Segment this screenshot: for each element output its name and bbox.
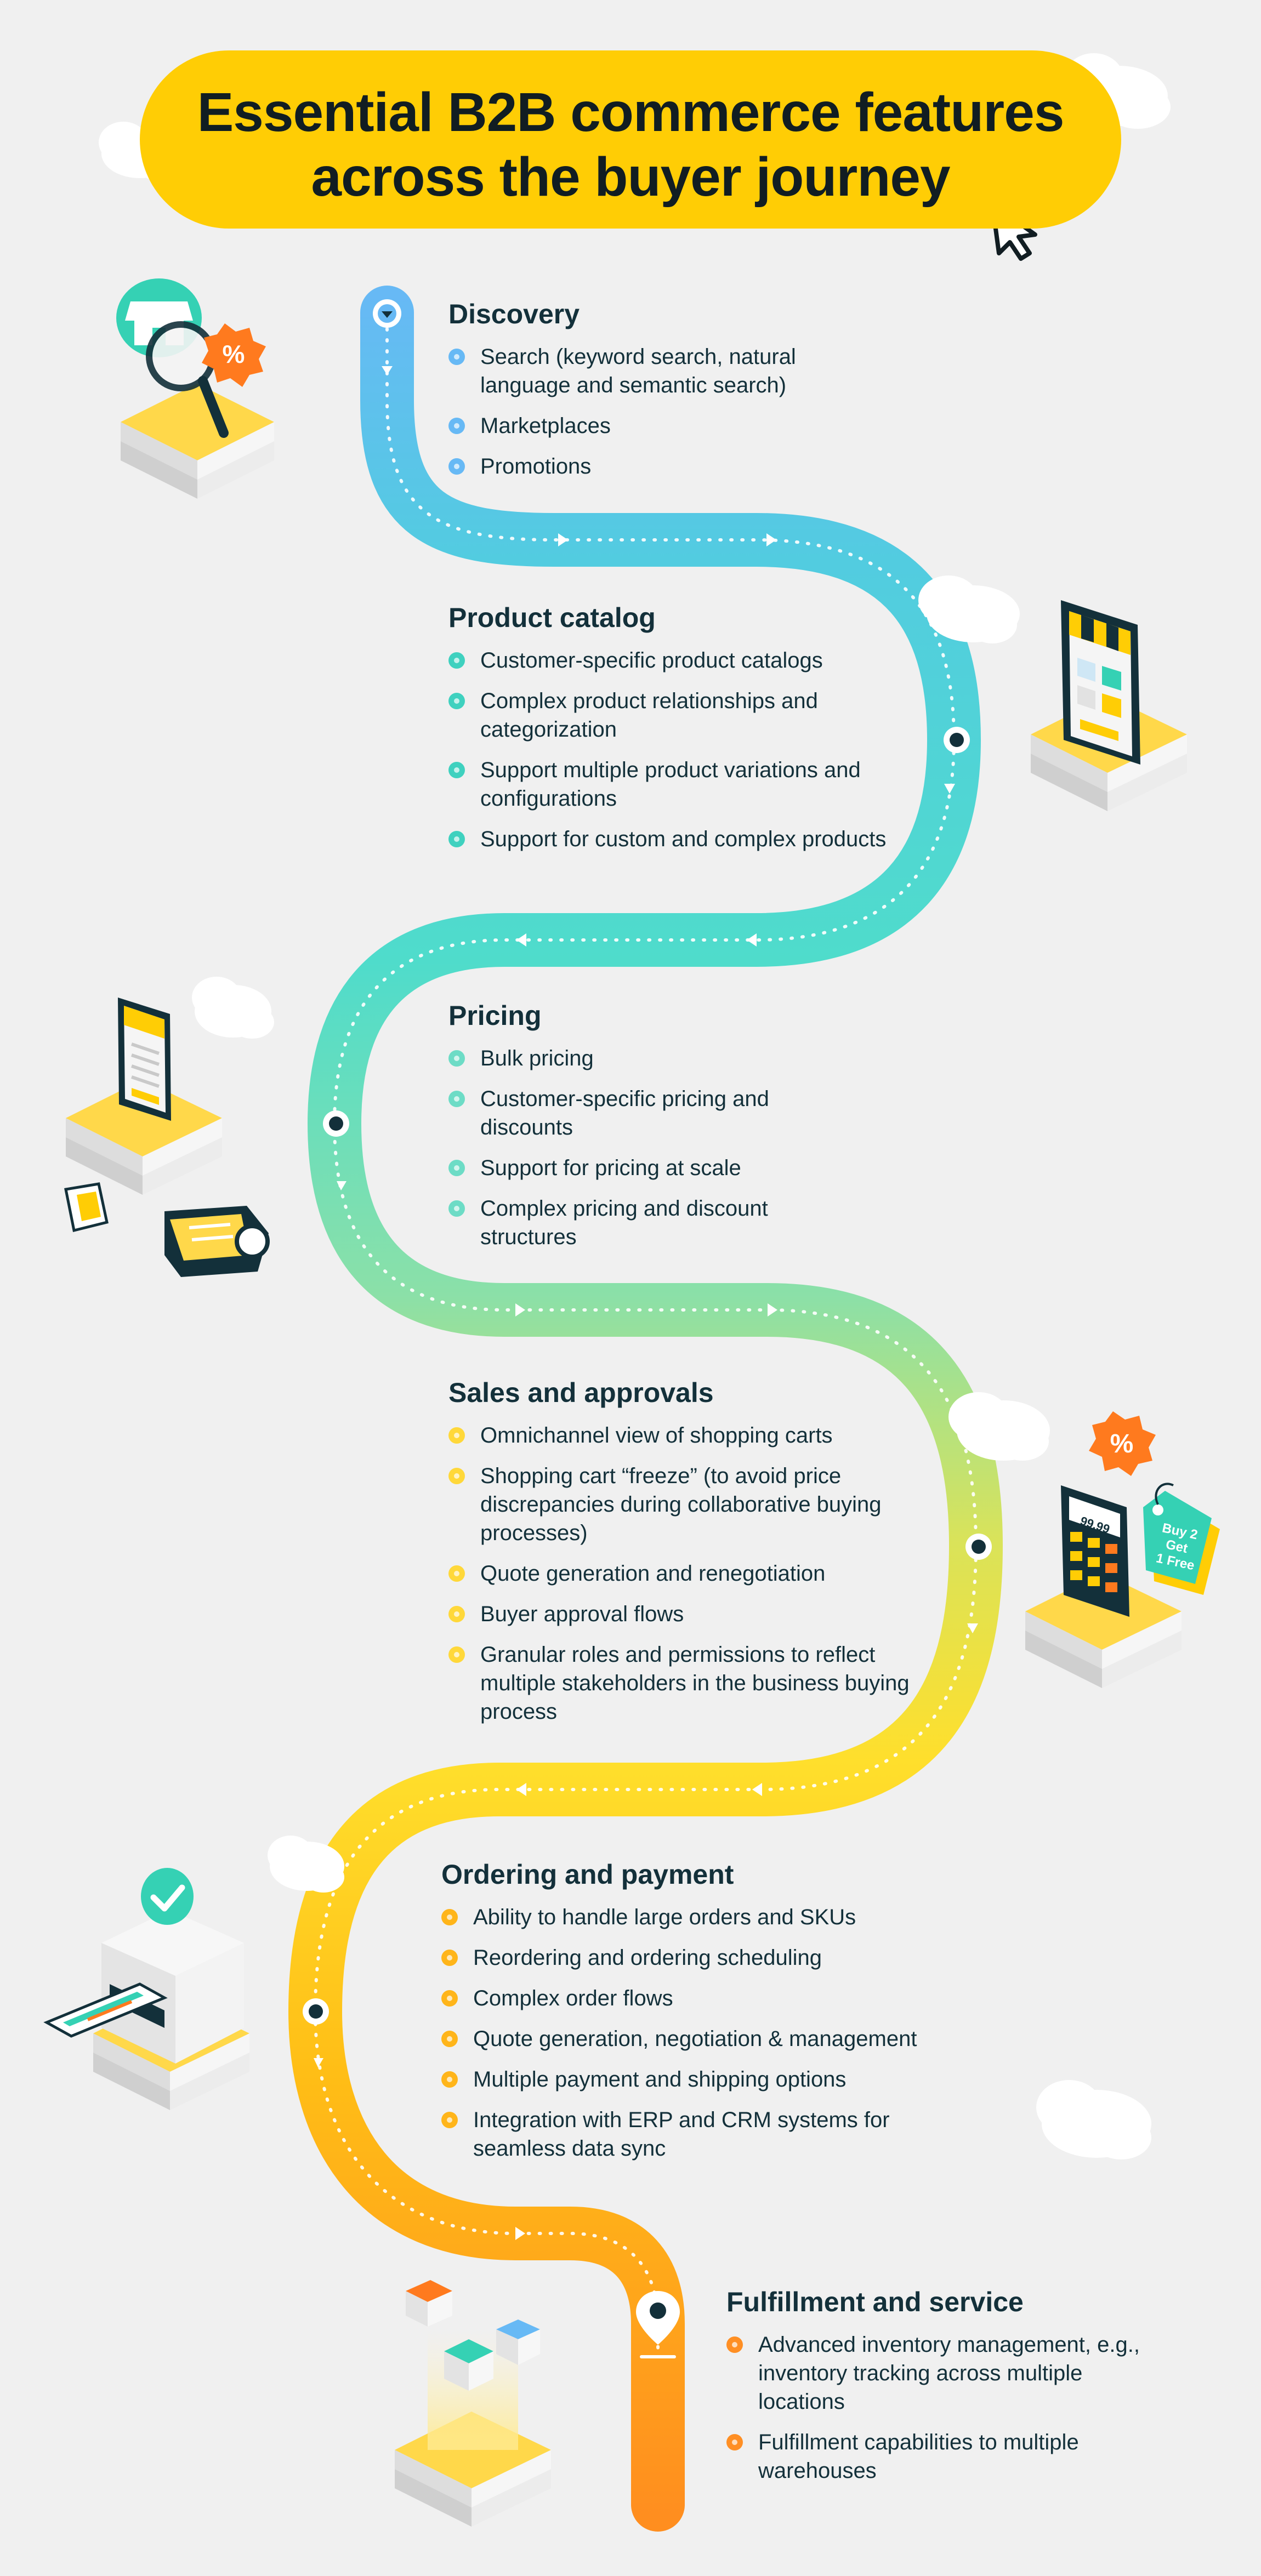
list-item: Granular roles and permissions to reflec… <box>448 1640 931 1726</box>
bullet-icon <box>441 2071 458 2088</box>
list-item: Bulk pricing <box>448 1044 865 1073</box>
bullet-icon <box>726 2434 743 2450</box>
checkmark-icon <box>141 1868 194 1925</box>
feature-list: Bulk pricing Customer-specific pricing a… <box>448 1044 865 1251</box>
list-item: Fulfillment capabilities to multiple war… <box>726 2428 1160 2485</box>
payment-terminal-icon <box>43 1868 249 2110</box>
bullet-icon <box>448 1160 465 1176</box>
mobile-store-icon <box>1031 600 1187 811</box>
list-item: Search (keyword search, natural language… <box>448 343 865 400</box>
page-title: Essential B2B commerce features across t… <box>140 80 1121 209</box>
bullet-icon <box>448 1646 465 1663</box>
section-sales-approvals: Sales and approvals Omnichannel view of … <box>448 1376 931 1738</box>
section-pricing: Pricing Bulk pricing Customer-specific p… <box>448 999 865 1263</box>
bullet-icon <box>441 2031 458 2047</box>
list-item: Support for custom and complex products <box>448 825 887 853</box>
bullet-icon <box>448 1468 465 1484</box>
feature-list: Ability to handle large orders and SKUs … <box>441 1903 957 2163</box>
list-item: Complex order flows <box>441 1984 957 2013</box>
feature-list: Advanced inventory management, e.g., inv… <box>726 2330 1160 2485</box>
vr-headset-icon <box>164 1206 270 1277</box>
bullet-icon <box>448 1050 465 1067</box>
bullet-icon <box>441 2112 458 2128</box>
section-ordering-payment: Ordering and payment Ability to handle l… <box>441 1858 957 2175</box>
discount-badge-icon: % <box>1089 1411 1156 1476</box>
section-product-catalog: Product catalog Customer-specific produc… <box>448 601 887 865</box>
bullet-icon <box>448 762 465 778</box>
feature-list: Customer-specific product catalogs Compl… <box>448 646 887 853</box>
discount-badge-icon: % <box>202 323 266 387</box>
list-item: Reordering and ordering scheduling <box>441 1944 957 1972</box>
bullet-icon <box>448 652 465 669</box>
list-item: Support multiple product variations and … <box>448 756 887 813</box>
section-title: Fulfillment and service <box>726 2287 1024 2317</box>
bullet-icon <box>448 418 465 434</box>
bullet-icon <box>448 831 465 847</box>
svg-text:%: % <box>223 340 245 368</box>
direction-arrows <box>314 366 978 2240</box>
bullet-icon <box>448 1606 465 1622</box>
bullet-icon <box>726 2336 743 2353</box>
section-fulfillment-service: Fulfillment and service Advanced invento… <box>726 2286 1160 2497</box>
list-item: Advanced inventory management, e.g., inv… <box>726 2330 1160 2416</box>
bullet-icon <box>441 1990 458 2007</box>
bullet-icon <box>448 1091 465 1107</box>
list-item: Integration with ERP and CRM systems for… <box>441 2106 957 2163</box>
waypoint-markers <box>303 299 992 2025</box>
mobile-store-icon <box>66 998 222 1195</box>
list-item: Buyer approval flows <box>448 1600 931 1628</box>
list-item: Quote generation, negotiation & manageme… <box>441 2025 957 2053</box>
calculator-icon: 99.99 <box>1025 1485 1182 1688</box>
list-item: Shopping cart “freeze” (to avoid price d… <box>448 1462 931 1547</box>
section-title: Sales and approvals <box>448 1377 714 1408</box>
list-item: Complex pricing and discount structures <box>448 1194 865 1251</box>
list-item: Multiple payment and shipping options <box>441 2065 957 2094</box>
location-pin-icon <box>636 2291 680 2358</box>
storefront-search-icon <box>116 278 274 499</box>
list-item: Ability to handle large orders and SKUs <box>441 1903 957 1931</box>
title-banner: Essential B2B commerce features across t… <box>140 50 1121 229</box>
list-item: Support for pricing at scale <box>448 1154 865 1182</box>
page-title-line-2: across the buyer journey <box>311 146 950 208</box>
list-item: Customer-specific product catalogs <box>448 646 887 675</box>
shipping-boxes-icon <box>395 2280 551 2527</box>
section-title: Pricing <box>448 1000 542 1031</box>
bullet-icon <box>441 1950 458 1966</box>
feature-list: Omnichannel view of shopping carts Shopp… <box>448 1421 931 1726</box>
smartwatch-icon <box>64 1182 109 1233</box>
feature-list: Search (keyword search, natural language… <box>448 343 865 481</box>
section-title: Discovery <box>448 299 580 329</box>
section-title: Ordering and payment <box>441 1859 734 1890</box>
bullet-icon <box>448 349 465 365</box>
section-title: Product catalog <box>448 602 656 633</box>
bullet-icon <box>448 1427 465 1444</box>
bullet-icon <box>448 693 465 709</box>
price-tag-icon: Buy 2 Get 1 Free <box>1143 1483 1220 1595</box>
list-item: Quote generation and renegotiation <box>448 1559 931 1588</box>
bullet-icon <box>448 458 465 475</box>
list-item: Customer-specific pricing and discounts <box>448 1085 865 1142</box>
svg-text:%: % <box>1110 1429 1134 1458</box>
section-discovery: Discovery Search (keyword search, natura… <box>448 298 865 493</box>
bullet-icon <box>448 1565 465 1582</box>
bullet-icon <box>448 1200 465 1217</box>
list-item: Marketplaces <box>448 412 865 440</box>
list-item: Promotions <box>448 452 865 481</box>
list-item: Omnichannel view of shopping carts <box>448 1421 931 1450</box>
page-title-line-1: Essential B2B commerce features <box>197 82 1065 143</box>
list-item: Complex product relationships and catego… <box>448 687 887 744</box>
bullet-icon <box>441 1909 458 1925</box>
